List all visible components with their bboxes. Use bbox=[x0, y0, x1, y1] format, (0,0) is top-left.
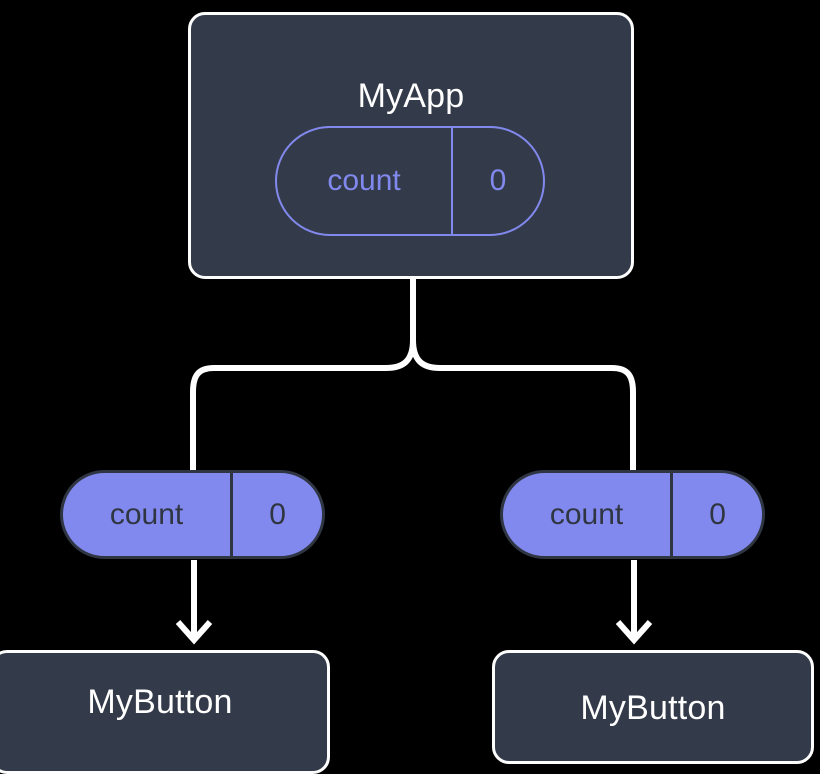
component-box-mybutton-0[interactable]: MyButton bbox=[0, 650, 330, 774]
arrowhead-right-icon bbox=[615, 620, 653, 645]
state-key-label: count bbox=[109, 497, 184, 531]
state-value-label: 0 bbox=[230, 473, 322, 556]
state-key-label: count bbox=[327, 164, 401, 197]
connector-branch-left bbox=[190, 339, 416, 474]
component-label-mybutton: MyButton bbox=[87, 683, 233, 721]
state-pill-child-1-count[interactable]: count 0 bbox=[500, 470, 765, 559]
state-value-label: 0 bbox=[670, 473, 762, 556]
arrowhead-left-icon bbox=[175, 620, 213, 645]
state-key-label: count bbox=[549, 497, 624, 531]
state-value-label: 0 bbox=[451, 128, 543, 234]
state-pill-child-0-count[interactable]: count 0 bbox=[60, 470, 325, 559]
state-pill-root-count[interactable]: count 0 bbox=[275, 126, 545, 236]
component-box-mybutton-1[interactable]: MyButton bbox=[492, 650, 814, 764]
component-label-mybutton: MyButton bbox=[580, 689, 726, 727]
component-label-myapp: MyApp bbox=[357, 77, 465, 115]
connector-branch-right bbox=[410, 339, 636, 474]
